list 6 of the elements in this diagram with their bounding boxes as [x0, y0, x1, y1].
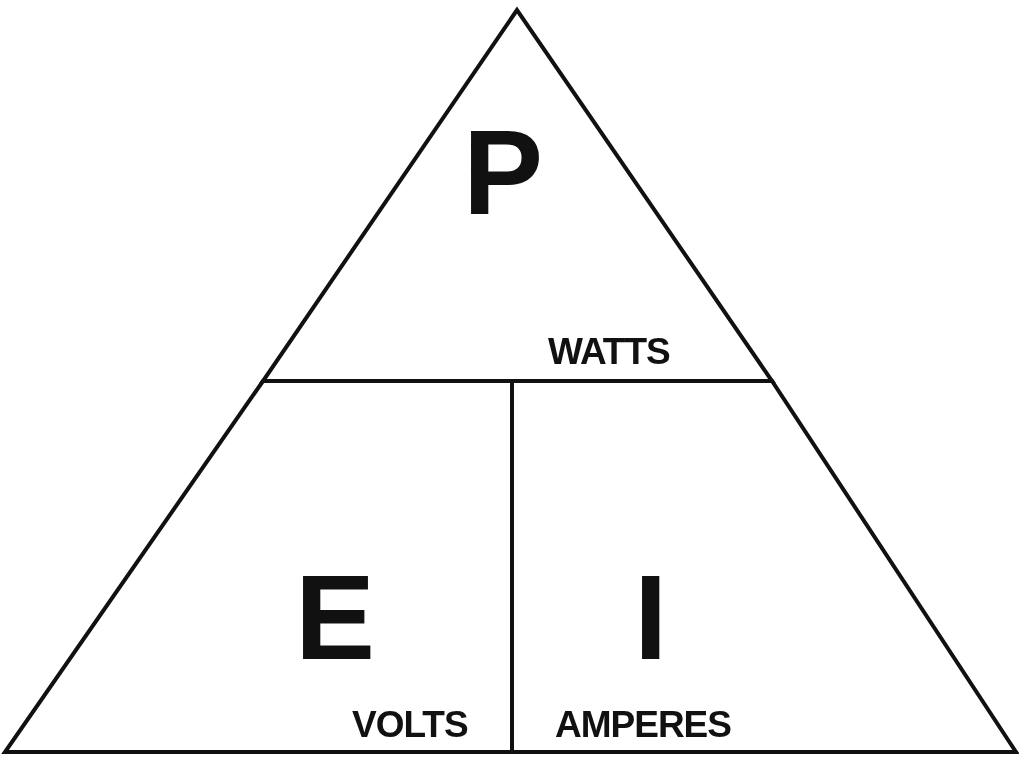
unit-label: WATTS	[548, 333, 670, 370]
quantity-symbol: E	[295, 557, 376, 677]
unit-label: VOLTS	[352, 706, 468, 743]
quantity-symbol: P	[463, 112, 544, 232]
quantity-symbol: I	[634, 557, 668, 677]
unit-label: AMPERES	[555, 706, 731, 743]
